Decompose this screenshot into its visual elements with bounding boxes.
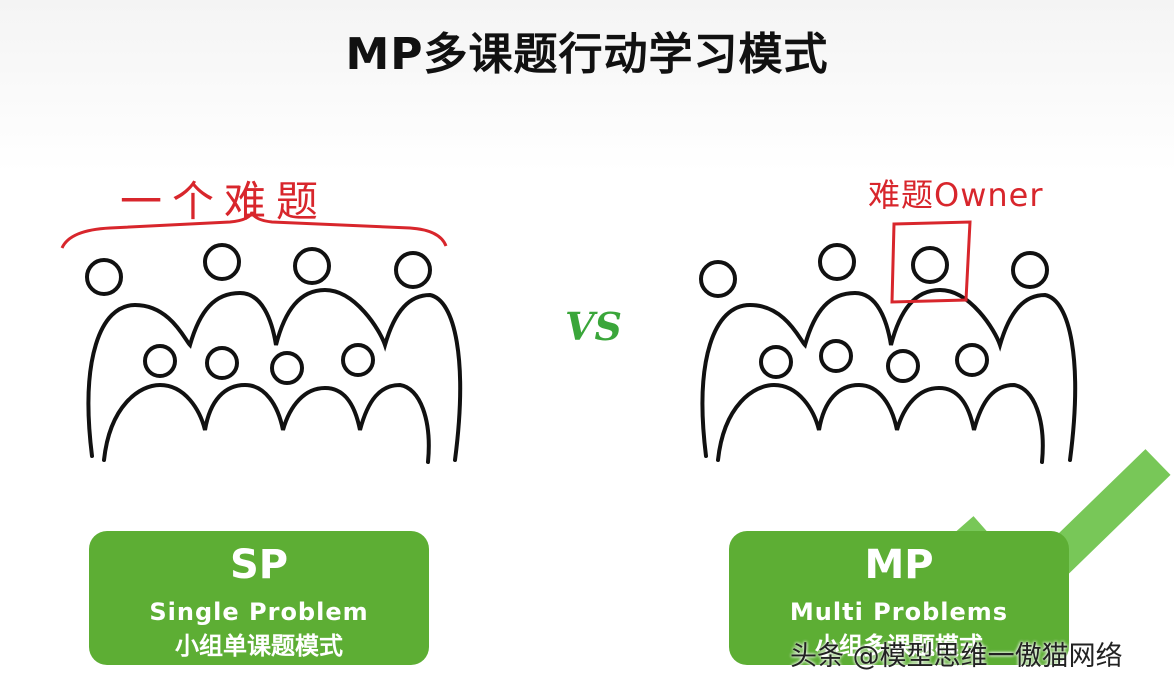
watermark: 头条 @模型思维一傲猫网络: [790, 641, 1123, 672]
mp-label-box: MP Multi Problems 小组多课题模式: [729, 531, 1069, 665]
mp-chinese: 小组多课题模式: [815, 632, 983, 660]
mp-abbr: MP: [864, 542, 934, 588]
vs-label: VS: [565, 304, 622, 349]
sp-chinese: 小组单课题模式: [175, 632, 343, 660]
mp-annotation: 难题Owner: [868, 176, 1044, 214]
page-title: MP多课题行动学习模式: [345, 29, 829, 80]
sp-people-group-icon: [85, 243, 463, 464]
sp-english: Single Problem: [149, 598, 369, 626]
sp-abbr: SP: [229, 542, 289, 588]
sp-annotation: 一个难题: [120, 177, 329, 226]
sp-label-box: SP Single Problem 小组单课题模式: [89, 531, 429, 665]
sp-brace: [60, 211, 448, 249]
mp-english: Multi Problems: [789, 598, 1009, 626]
mp-people-group-icon: [699, 243, 1078, 464]
owner-highlight-box: [890, 220, 972, 304]
